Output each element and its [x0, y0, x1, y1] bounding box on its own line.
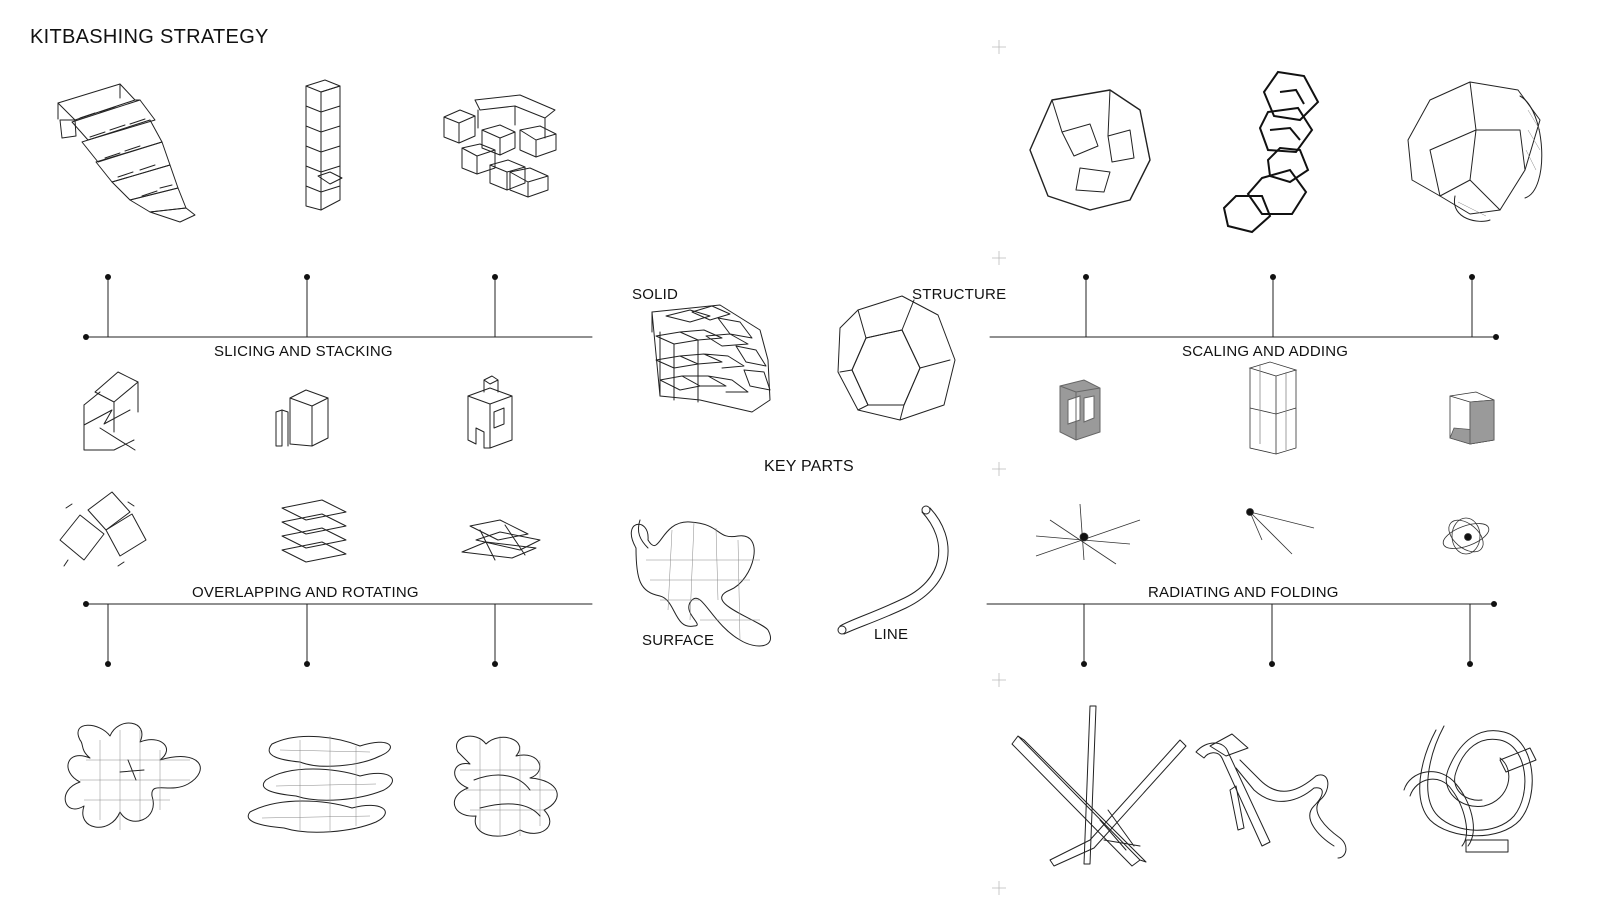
folded-planes-icon	[461, 519, 541, 561]
line-sculpture-wavy	[1195, 733, 1347, 859]
stacked-arc-blocks	[443, 94, 557, 198]
key-parts-label: KEY PARTS	[764, 458, 854, 475]
fanned-lines-icon	[1246, 508, 1315, 555]
hollow-frame-cube-icon	[1059, 379, 1101, 441]
radiating-lines-icon	[1035, 503, 1141, 565]
linked-polyhedra-drawing	[1222, 70, 1320, 234]
mesh-polyhedron-drawing	[1407, 81, 1543, 222]
timeline-radiating	[986, 601, 1497, 667]
orbit-atom-icon	[1442, 517, 1490, 555]
strategy-label-overlapping: OVERLAPPING AND ROTATING	[192, 584, 419, 601]
registration-marks	[992, 40, 1006, 895]
timeline-scaling	[989, 274, 1499, 340]
page-title: KITBASHING STRATEGY	[30, 26, 269, 48]
part-label-structure: STRUCTURE	[912, 286, 1007, 303]
solid-part-drawing	[651, 304, 771, 413]
part-label-line: LINE	[874, 626, 909, 643]
rotated-squares-icon	[59, 491, 147, 567]
surface-cluster-scattered	[453, 735, 558, 837]
timeline-slicing	[83, 274, 593, 340]
sliced-cube-icon	[83, 371, 139, 451]
stacked-column-block	[305, 79, 343, 211]
strategy-label-slicing: SLICING AND STACKING	[214, 343, 393, 360]
stacked-glass-cubes-icon	[1248, 361, 1298, 455]
structure-part-drawing	[837, 295, 956, 421]
part-label-solid: SOLID	[632, 286, 679, 303]
shaded-cube-icon	[1449, 391, 1495, 445]
stacked-wave-block	[57, 83, 196, 223]
stacked-layers-icon	[281, 499, 347, 563]
line-part-drawing	[837, 505, 949, 635]
carved-cube-icon	[467, 375, 513, 449]
line-sculpture-crossed	[1011, 705, 1187, 867]
strategy-label-scaling: SCALING AND ADDING	[1182, 343, 1349, 360]
line-sculpture-looped	[1403, 725, 1537, 853]
timeline-overlapping	[83, 601, 593, 667]
surface-cluster-radial	[64, 722, 201, 830]
cube-with-slab-icon	[275, 389, 329, 447]
part-label-surface: SURFACE	[642, 632, 715, 649]
hollow-polyhedron-drawing	[1029, 89, 1151, 211]
surface-cluster-stacked	[247, 735, 393, 833]
surface-part-drawing	[630, 519, 771, 647]
strategy-label-radiating: RADIATING AND FOLDING	[1148, 584, 1339, 601]
